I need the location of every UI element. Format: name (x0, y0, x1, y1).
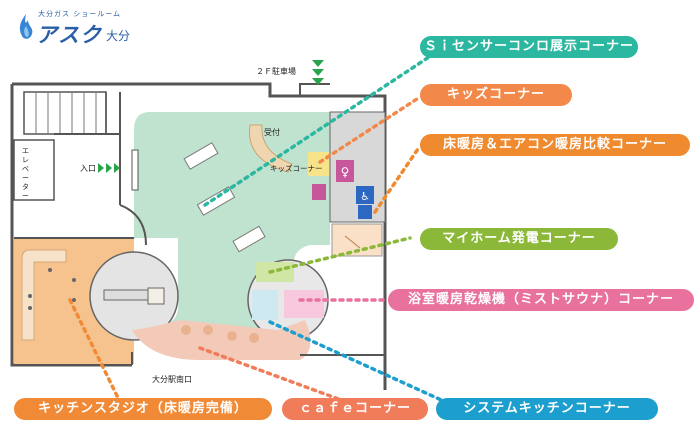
elevator-label: エレベーター (22, 147, 29, 200)
display-tables (183, 142, 266, 253)
parking-arrow-icon (312, 69, 324, 76)
tag-system-kitchen[interactable]: システムキッチンコーナー (436, 398, 658, 420)
tag-floor-heating-aircon[interactable]: 床暖房＆エアコン暖房比較コーナー (420, 134, 690, 156)
tag-cafe[interactable]: ｃａｆｅコーナー (282, 398, 428, 420)
kids-sign-label: キッズコーナー (270, 164, 323, 173)
tag-bathroom-dryer[interactable]: 浴室暖房乾燥機（ミストサウナ）コーナー (388, 289, 694, 311)
logo-wordmark: アスク (36, 23, 102, 47)
svg-text:♿: ♿ (360, 190, 370, 203)
tag-kitchen-studio[interactable]: キッチンスタジオ（床暖房完備） (14, 398, 272, 420)
restroom-icon (312, 184, 326, 200)
logo-flame-icon (19, 14, 33, 39)
tag-kids[interactable]: キッズコーナー (420, 84, 572, 106)
tag-si-sensor[interactable]: Ｓｉセンサーコンロ展示コーナー (420, 36, 638, 58)
parking-arrow-icon (312, 78, 324, 85)
stairs (23, 91, 107, 135)
entrance-arrow-icon (114, 163, 120, 173)
leader-lines (68, 53, 452, 408)
parking-arrow-icon (312, 60, 324, 67)
parking-label: ２Ｆ駐車場 (256, 67, 296, 76)
tag-my-home-power[interactable]: マイホーム発電コーナー (420, 228, 618, 250)
svg-text:♀: ♀ (341, 165, 350, 179)
my-home-power-area (256, 262, 294, 282)
logo-caption: 大分ガス ショールーム (38, 10, 122, 18)
restroom-icon (336, 160, 354, 182)
system-kitchen-area (252, 290, 278, 320)
kids-corner-area (308, 152, 330, 176)
entrance-arrow-icon (106, 163, 112, 173)
elevator-box (13, 139, 55, 201)
restroom-icon (356, 186, 374, 204)
entrance-arrow-icon (98, 163, 104, 173)
reception-counter (248, 124, 293, 173)
entrance-label: 入口 (80, 164, 96, 173)
cafe-area (132, 320, 311, 360)
reception-label: 受付 (264, 128, 280, 137)
entrance-door (131, 149, 139, 191)
restroom-icon (358, 205, 372, 219)
logo-subtitle: 大分 (106, 29, 131, 43)
bathroom-area (284, 290, 324, 318)
station-exit-label: 大分駅南口 (152, 375, 192, 384)
